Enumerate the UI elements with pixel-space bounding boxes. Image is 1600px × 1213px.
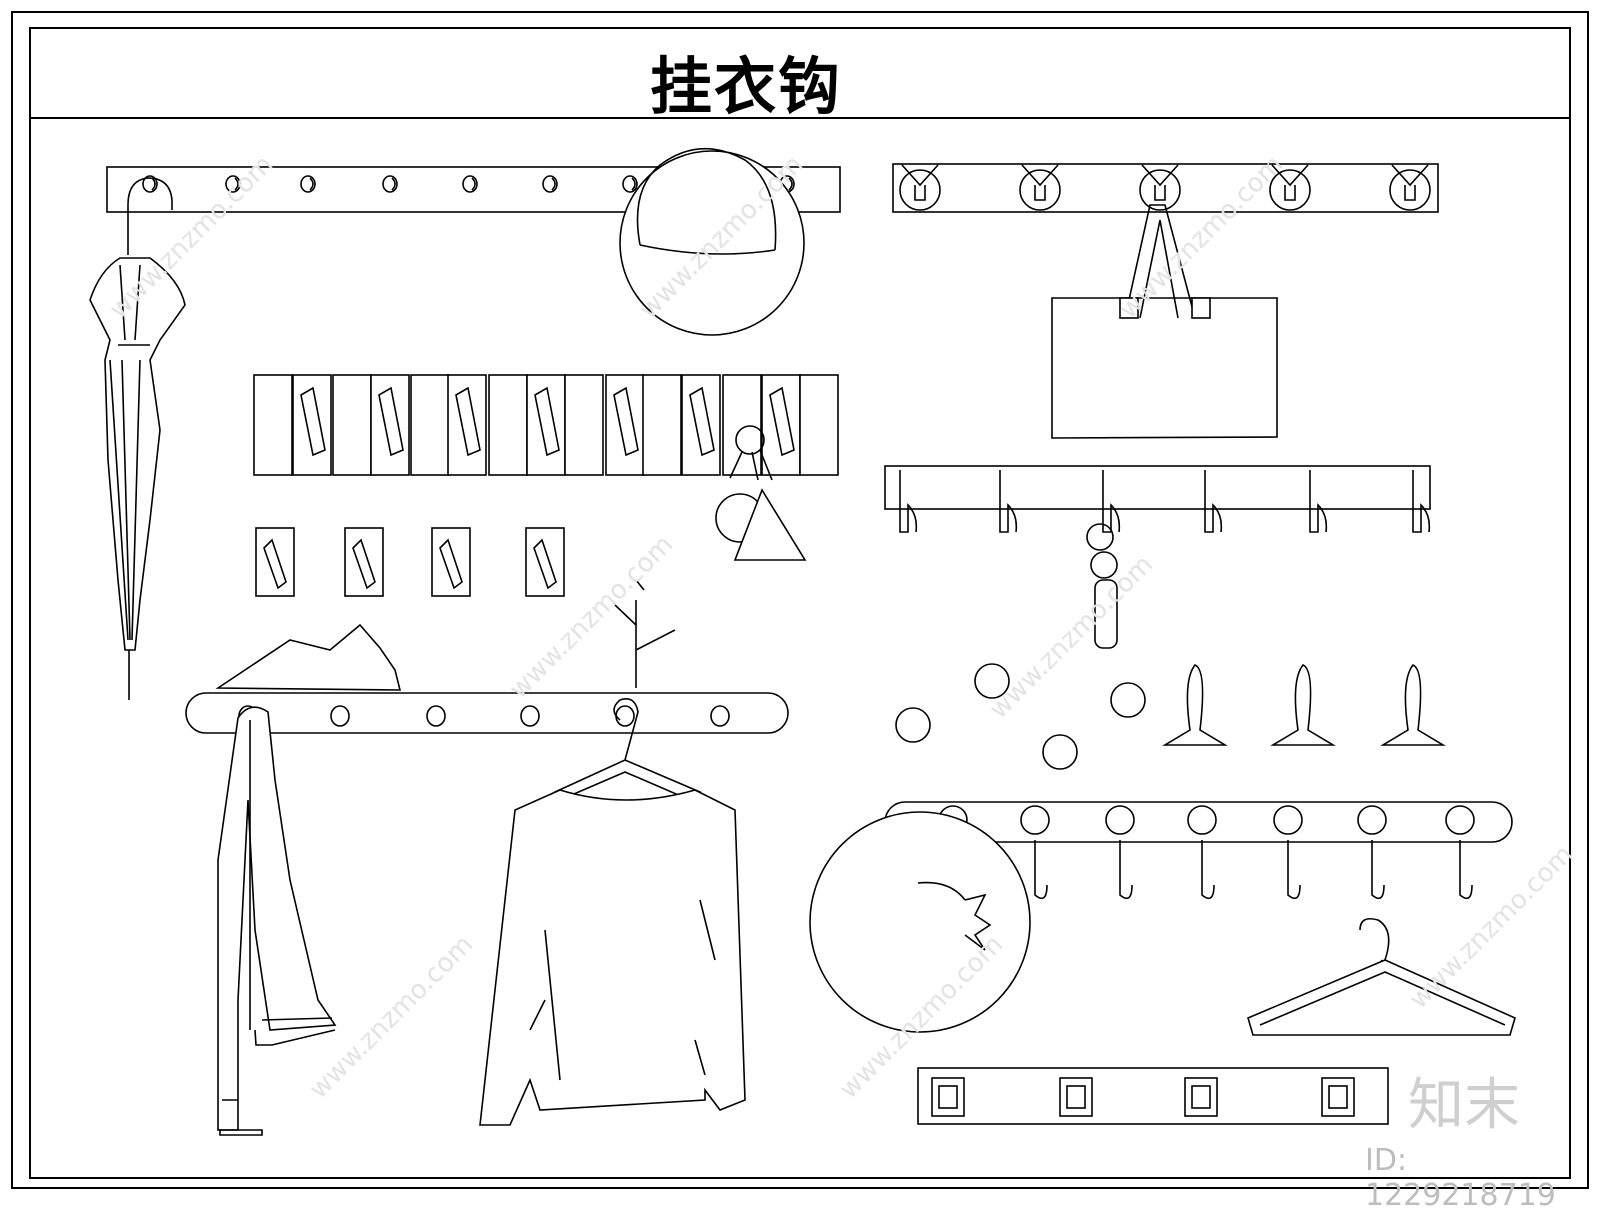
tote-bag xyxy=(1051,204,1278,439)
folding-hook xyxy=(300,386,326,457)
svg-text:www.znzmo.com: www.znzmo.com xyxy=(1404,840,1579,1015)
folding-hook xyxy=(769,386,795,457)
round-peg xyxy=(710,705,730,727)
fold-panel xyxy=(410,374,450,476)
folding-hook xyxy=(378,386,404,457)
folding-hook xyxy=(689,386,715,457)
hook-rail-top-right xyxy=(892,163,1439,213)
folding-hook-rack xyxy=(253,374,839,476)
key-fob xyxy=(1086,523,1118,649)
round-peg xyxy=(330,705,350,727)
umbrella xyxy=(89,177,186,700)
round-knobs xyxy=(895,663,1146,770)
switch-hook xyxy=(1059,1077,1093,1117)
round-peg xyxy=(426,705,446,727)
folding-hook xyxy=(455,386,481,457)
round-peg xyxy=(615,705,635,727)
rosette-hook xyxy=(1269,164,1311,211)
switch-hook xyxy=(1184,1077,1218,1117)
rosette-hook xyxy=(1019,164,1061,211)
knob-hook xyxy=(1020,805,1050,900)
bar-hook xyxy=(899,470,918,533)
outer-frame xyxy=(11,11,1589,1189)
rail-peg xyxy=(300,175,316,193)
fold-panel xyxy=(253,374,293,476)
bar-hook xyxy=(1204,470,1223,533)
bar-hook xyxy=(1102,470,1121,533)
watermark-id: ID: 1229218719 xyxy=(1365,1143,1556,1213)
knob-hook xyxy=(1187,805,1217,900)
fold-panel xyxy=(488,374,528,476)
fold-panel xyxy=(332,374,372,476)
fold-panel xyxy=(681,374,721,476)
tee-hook xyxy=(1270,664,1336,746)
hat xyxy=(619,147,805,336)
rail-peg xyxy=(542,175,558,193)
single-wall-hook xyxy=(255,527,295,597)
round-peg-rail xyxy=(185,579,789,734)
fold-panel xyxy=(761,374,801,476)
switch-hook xyxy=(1321,1077,1355,1117)
rail-peg xyxy=(382,175,398,193)
single-hooks-row xyxy=(255,527,565,597)
keys-cluster xyxy=(715,425,807,561)
bar-hook xyxy=(1412,470,1431,533)
fold-panel xyxy=(526,374,566,476)
tee-hook xyxy=(1380,664,1446,746)
knob-hook xyxy=(1445,805,1475,900)
fold-panel xyxy=(564,374,604,476)
single-wall-hook xyxy=(431,527,471,597)
knob-hook xyxy=(1105,805,1135,900)
watermark-logo: 知末 xyxy=(1408,1073,1520,1138)
switch-hook xyxy=(931,1077,965,1117)
fold-panel xyxy=(799,374,839,476)
folding-hook xyxy=(534,386,560,457)
rail-peg xyxy=(225,175,241,193)
switch-rail-bottom xyxy=(917,1067,1389,1125)
hook-bar-middle-right xyxy=(884,465,1431,533)
fold-panel xyxy=(447,374,487,476)
page-title: 挂衣钩 xyxy=(650,50,843,123)
folding-hook xyxy=(613,386,639,457)
sweater-on-hanger xyxy=(479,698,746,1126)
knob-hook xyxy=(1357,805,1387,900)
rosette-hook xyxy=(899,164,941,211)
clothes-hanger xyxy=(1247,917,1516,1036)
fold-panel xyxy=(292,374,332,476)
round-hat xyxy=(809,811,1031,1033)
fold-panel xyxy=(370,374,410,476)
tee-hook xyxy=(1162,664,1228,746)
single-wall-hook xyxy=(525,527,565,597)
bar-hook xyxy=(1309,470,1328,533)
single-wall-hook xyxy=(344,527,384,597)
scarf xyxy=(217,706,337,1136)
fold-panel xyxy=(642,374,682,476)
rosette-hook xyxy=(1139,164,1181,211)
inner-frame xyxy=(29,27,1571,1179)
knob-hook xyxy=(1273,805,1303,900)
rail-peg xyxy=(622,175,638,193)
bar-hook xyxy=(999,470,1018,533)
tee-hooks-row xyxy=(1162,664,1446,746)
rail-peg xyxy=(462,175,478,193)
round-peg xyxy=(520,705,540,727)
rosette-hook xyxy=(1389,164,1431,211)
fold-panel xyxy=(605,374,645,476)
fold-panel xyxy=(722,374,762,476)
